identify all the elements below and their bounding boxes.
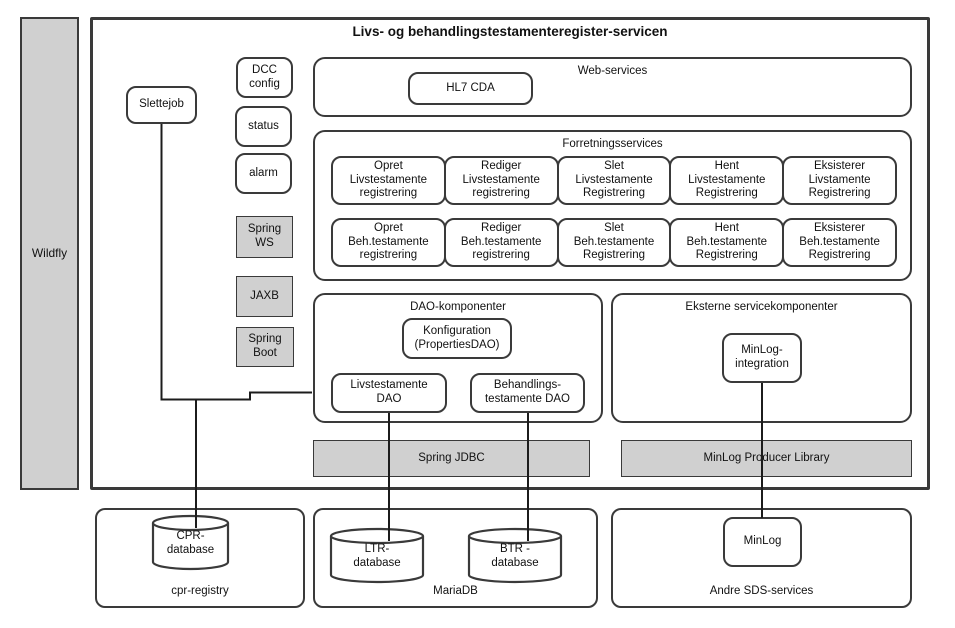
minlog-label: MinLog [743, 535, 782, 548]
service-label: Opret Livstestamente registrering [349, 160, 428, 200]
minlog-producer-library-bar: MinLog Producer Library [621, 440, 912, 477]
jaxb-label: JAXB [250, 289, 279, 302]
service-box: Slet Beh.testamente Registrering [556, 218, 672, 267]
cpr-database-cylinder: CPR- database [151, 514, 230, 571]
dcc-config-box: DCC config [236, 57, 293, 98]
service-label: Rediger Livstestamente registrering [462, 160, 540, 200]
service-box: Eksisterer Livstamente Registrering [782, 156, 897, 205]
slettejob-label: Slettejob [139, 98, 184, 111]
alarm-label: alarm [249, 166, 278, 179]
spring-jdbc-label: Spring JDBC [418, 451, 485, 464]
livstestamente-dao-label: Livstestamente DAO [350, 379, 428, 405]
dcc-config-label: DCC config [249, 63, 280, 90]
service-label: Slet Livstestamente Registrering [575, 160, 653, 200]
status-box: status [235, 106, 292, 147]
cpr-registry-label: cpr-registry [171, 585, 229, 597]
cpr-database-label: CPR- database [166, 530, 215, 556]
spring-jdbc-bar: Spring JDBC [313, 440, 590, 477]
alarm-box: alarm [235, 153, 292, 194]
slettejob-box: Slettejob [126, 86, 197, 124]
jaxb-box: JAXB [236, 276, 293, 317]
eksterne-servicekomponenter-label: Eksterne servicekomponenter [685, 301, 838, 313]
service-label: Hent Livstestamente Registrering [688, 160, 766, 200]
service-box: Rediger Livstestamente registrering [443, 156, 559, 205]
service-label: Opret Beh.testamente registrering [348, 222, 429, 262]
service-box: Slet Livstestamente Registrering [556, 156, 672, 205]
mariadb-label: MariaDB [433, 585, 478, 597]
database-cylinder-icon [151, 514, 230, 571]
andre-sds-services-label: Andre SDS-services [709, 585, 814, 597]
service-box: Opret Beh.testamente registrering [331, 218, 446, 267]
dao-komponenter-label: DAO-komponenter [410, 301, 506, 313]
service-box: Hent Beh.testamente Registrering [669, 218, 785, 267]
minlog-integration-label: MinLog- integration [735, 344, 789, 370]
service-box: Hent Livstestamente Registrering [669, 156, 785, 205]
spring-ws-label: Spring WS [247, 223, 282, 249]
status-label: status [248, 119, 279, 132]
ltr-database-cylinder: LTR- database [329, 527, 425, 584]
hl7-cda-box: HL7 CDA [408, 72, 533, 105]
service-label: Eksisterer Beh.testamente Registrering [799, 222, 880, 262]
spring-boot-box: Spring Boot [236, 327, 294, 367]
service-row-livstestamente: Opret Livstestamente registrering Redige… [331, 156, 897, 205]
behandlingstestamente-dao-label: Behandlings- testamente DAO [484, 379, 570, 405]
web-services-container: Web-services [313, 57, 912, 117]
minlog-box: MinLog [723, 517, 802, 567]
minlog-producer-library-label: MinLog Producer Library [703, 451, 830, 464]
btr-database-label: BTR - database [491, 543, 539, 569]
service-box: Eksisterer Beh.testamente Registrering [782, 218, 897, 267]
konfiguration-label: Konfiguration (PropertiesDAO) [414, 324, 500, 351]
service-label: Eksisterer Livstamente Registrering [808, 160, 871, 200]
forretningsservices-label: Forretningsservices [562, 138, 663, 150]
wildfly-container: Wildfly [20, 17, 79, 490]
database-cylinder-icon [329, 527, 425, 584]
service-label: Hent Beh.testamente Registrering [686, 222, 768, 262]
web-services-label: Web-services [577, 65, 648, 77]
ltr-database-label: LTR- database [353, 543, 401, 569]
service-label: Rediger Beh.testamente registrering [460, 222, 542, 262]
spring-boot-label: Spring Boot [248, 333, 282, 359]
diagram-title: Livs- og behandlingstestamenteregister-s… [352, 24, 668, 39]
service-label: Slet Beh.testamente Registrering [573, 222, 655, 262]
service-box: Opret Livstestamente registrering [331, 156, 446, 205]
service-box: Rediger Beh.testamente registrering [443, 218, 559, 267]
btr-database-cylinder: BTR - database [467, 527, 563, 584]
spring-ws-box: Spring WS [236, 216, 293, 258]
minlog-integration-box: MinLog- integration [722, 333, 802, 383]
livstestamente-dao-box: Livstestamente DAO [331, 373, 447, 413]
hl7-cda-label: HL7 CDA [446, 81, 495, 94]
behandlingstestamente-dao-box: Behandlings- testamente DAO [470, 373, 585, 413]
service-row-behandlingstestamente: Opret Beh.testamente registrering Redige… [331, 218, 897, 267]
database-cylinder-icon [467, 527, 563, 584]
konfiguration-box: Konfiguration (PropertiesDAO) [402, 318, 512, 359]
